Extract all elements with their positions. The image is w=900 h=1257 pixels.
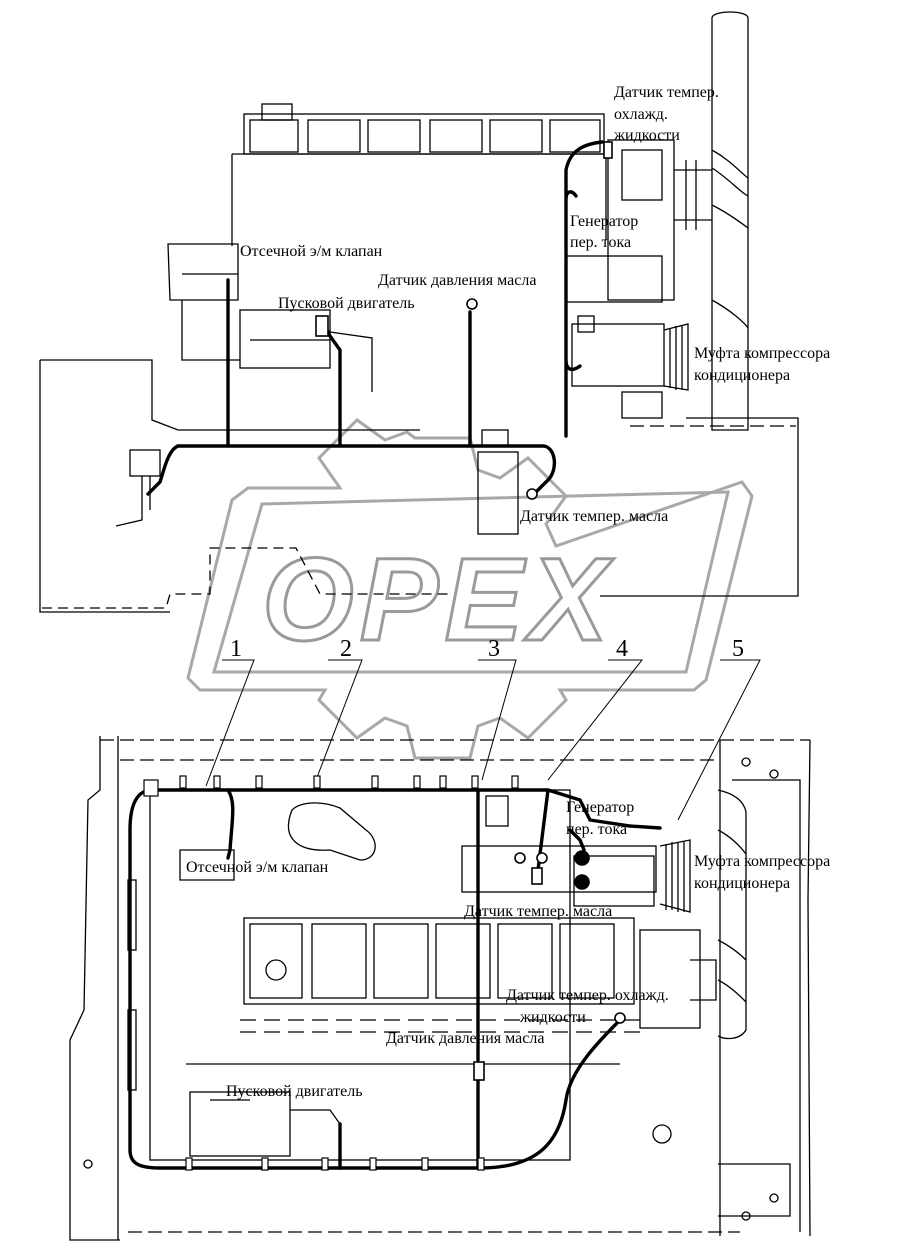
oil-filter <box>477 451 519 535</box>
label-ac-clutch-top-1: Муфта компрессора <box>694 345 830 362</box>
starter-bottom <box>189 1091 291 1157</box>
sensors-top <box>315 141 613 500</box>
label-generator-bottom-2: пер. тока <box>566 821 627 838</box>
oil-filter-bottom <box>485 795 509 827</box>
harness-clips-bottom <box>143 775 519 1171</box>
label-generator-top-2: пер. тока <box>570 234 631 251</box>
label-generator-bottom-1: Генератор <box>566 799 634 816</box>
harness-connector-bottom <box>143 779 159 797</box>
ac-compressor-top <box>571 323 665 387</box>
oil-temp-sensor-top <box>526 488 538 500</box>
label-shutoff-valve-top: Отсечной э/м клапан <box>240 243 383 260</box>
sensors-bottom <box>473 850 626 1081</box>
bottom-view <box>69 736 811 1241</box>
label-starter-top: Пусковой двигатель <box>278 295 415 312</box>
label-oil-temp-top: Датчик темпер. масла <box>520 508 668 525</box>
label-oil-pressure-top: Датчик давления масла <box>378 272 536 289</box>
coolant-temp-sensor-top <box>603 141 613 159</box>
filler-cap <box>261 103 293 121</box>
bottom-labels: Генератор пер. тока Муфта компрессора ко… <box>186 799 830 1100</box>
label-starter-bottom: Пусковой двигатель <box>226 1083 363 1100</box>
label-coolant-temp-bottom-1: Датчик темпер. охлажд. <box>506 987 669 1004</box>
oil-temp-sensor-bottom <box>531 867 543 885</box>
harness-top <box>146 140 604 496</box>
ac-clutch-bottom <box>659 839 691 913</box>
oil-pressure-sensor-top <box>466 298 478 310</box>
callout-2: 2 <box>340 636 352 662</box>
label-coolant-temp-top-3: жидкости <box>613 127 680 144</box>
coolant-temp-sensor-bottom <box>614 1012 626 1024</box>
top-view <box>39 11 799 613</box>
label-coolant-temp-top-2: охлажд. <box>614 106 668 123</box>
label-ac-clutch-top-2: кондиционера <box>694 367 790 384</box>
label-generator-top-1: Генератор <box>570 213 638 230</box>
watermark-logo: OPEX <box>186 418 754 760</box>
callout-5: 5 <box>732 636 744 662</box>
label-ac-clutch-bottom-1: Муфта компрессора <box>694 853 830 870</box>
connector-box <box>481 429 509 447</box>
exhaust-pipe <box>711 11 749 431</box>
watermark-text: OPEX <box>262 534 614 666</box>
label-ac-clutch-bottom-2: кондиционера <box>694 875 790 892</box>
label-coolant-temp-top-1: Датчик темпер. <box>614 84 719 101</box>
starter-motor-top <box>239 309 331 369</box>
callout-1: 1 <box>230 636 242 662</box>
callouts: 1 2 3 4 5 <box>205 636 761 821</box>
label-oil-temp-bottom: Датчик темпер. масла <box>464 903 612 920</box>
label-coolant-temp-bottom-2: жидкости <box>519 1009 586 1026</box>
oil-pressure-sensor-bottom <box>473 1061 485 1081</box>
shutoff-valve-top <box>315 315 329 337</box>
callout-3: 3 <box>488 636 500 662</box>
top-labels: Датчик темпер. охлажд. жидкости Генерато… <box>240 84 830 525</box>
harness-bottom <box>128 788 662 1170</box>
callout-4: 4 <box>616 636 628 662</box>
air-filter-bottom <box>287 802 376 861</box>
harness-connector-top <box>129 449 161 477</box>
label-oil-pressure-bottom: Датчик давления масла <box>386 1030 544 1047</box>
generator-bottom <box>461 845 657 893</box>
label-shutoff-valve-bottom: Отсечной э/м клапан <box>186 859 329 876</box>
